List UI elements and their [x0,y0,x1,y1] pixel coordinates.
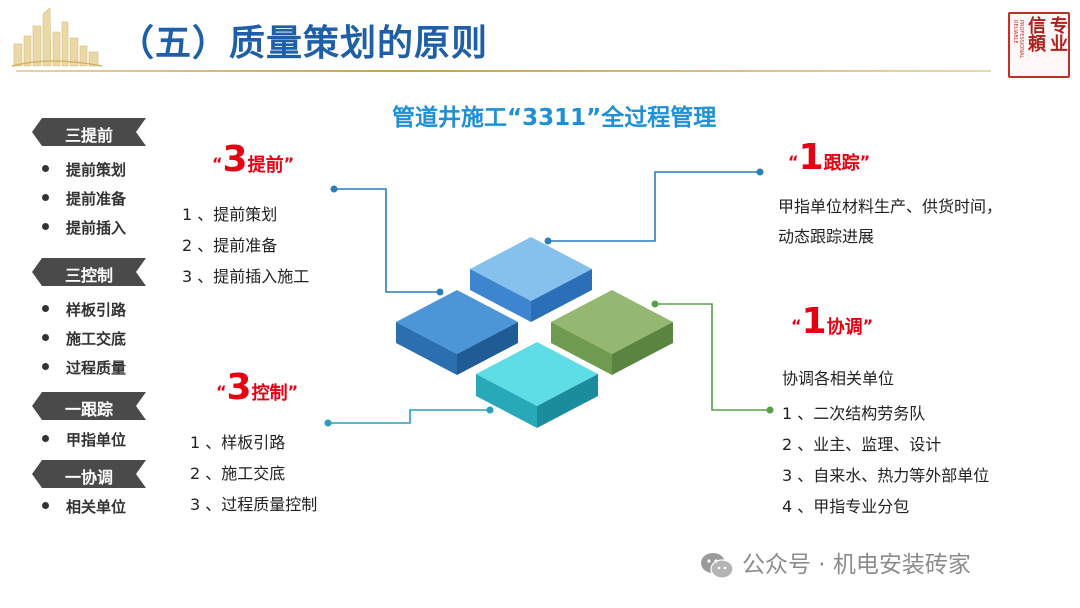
seal-text: 专业 信頼 [1025,16,1068,52]
tile-top [470,237,592,322]
list-item: 3 、提前插入施工 [182,267,310,286]
bullet-icon [42,334,49,341]
connector-control [328,409,490,424]
group-list-control: 1 、样板引路 2 、施工交底 3 、过程质量控制 [190,429,317,522]
sidebar-banner-label: 三控制 [64,266,113,285]
list-item: 2 、施工交底 [190,464,286,483]
bullet-icon [42,194,49,201]
sidebar-list-control: 样板引路 施工交底 过程质量 [42,299,126,386]
sidebar-banner-advance: 三提前 [32,118,146,146]
page-title: （五）质量策划的原则 [118,23,489,64]
watermark: 公众号 · 机电安装砖家 [700,548,971,582]
group-heading-control: “3控制” [216,367,299,408]
text-line: 动态跟踪进展 [778,227,875,246]
connector-coordinate [655,303,770,411]
watermark-text: 公众号 · 机电安装砖家 [742,552,971,578]
list-item: 过程质量 [42,357,126,386]
list-item: 3 、过程质量控制 [190,495,318,514]
list-item: 3 、自来水、热力等外部单位 [782,466,990,485]
group-list-coordinate: 1 、二次结构劳务队 2 、业主、监理、设计 3 、自来水、热力等外部单位 4 … [782,400,989,524]
list-item: 甲指单位 [42,429,126,458]
group-heading-advance: “3提前” [212,139,295,180]
group-heading-track: “1跟踪” [788,137,871,178]
group-text-track: 甲指单位材料生产、供货时间， 动态跟踪进展 [778,192,1002,252]
list-item: 1 、二次结构劳务队 [782,404,926,423]
sidebar-banner-track: 一跟踪 [32,392,146,420]
group-intro-coordinate: 协调各相关单位 [782,369,895,388]
list-item: 样板引路 [42,299,126,328]
sidebar-list-coordinate: 相关单位 [42,496,126,525]
city-skyline-logo [11,8,103,67]
bullet-icon [42,363,49,370]
connector-advance [334,188,440,293]
tile-right [551,290,673,375]
list-item: 提前准备 [42,188,126,217]
header-divider [16,70,991,72]
sidebar-banner-label: 一跟踪 [64,400,113,419]
bullet-icon [42,223,49,230]
diagram-subtitle: 管道井施工“3311”全过程管理 [392,105,717,131]
list-item: 相关单位 [42,496,126,525]
list-item: 2 、业主、监理、设计 [782,435,942,454]
group-heading-coordinate: “1协调” [791,301,874,342]
sidebar-list-track: 甲指单位 [42,429,126,458]
seal-subtext: PROFESSIONAL RELIABLE [1012,20,1024,59]
header: （五）质量策划的原则 PROFESSIONAL RELIABLE 专业 信頼 [0,0,1080,80]
professional-seal-logo: PROFESSIONAL RELIABLE 专业 信頼 [1008,12,1070,78]
text-line: 甲指单位材料生产、供货时间， [778,197,1003,216]
group-list-advance: 1 、提前策划 2 、提前准备 3 、提前插入施工 [182,201,309,294]
list-item: 施工交底 [42,328,126,357]
list-item: 4 、甲指专业分包 [782,497,910,516]
sidebar-banner-label: 三提前 [64,126,113,145]
list-item: 提前插入 [42,217,126,246]
bullet-icon [42,502,49,509]
sidebar-banner-label: 一协调 [64,468,113,487]
wechat-icon [701,552,734,579]
bullet-icon [42,165,49,172]
list-item: 1 、提前策划 [182,205,278,224]
bullet-icon [42,305,49,312]
list-item: 2 、提前准备 [182,236,278,255]
list-item: 提前策划 [42,159,126,188]
sidebar-banner-coordinate: 一协调 [32,460,146,488]
bullet-icon [42,435,49,442]
connector-track [548,171,760,242]
tile-bottom [476,342,598,428]
sidebar-banner-control: 三控制 [32,258,146,286]
sidebar-list-advance: 提前策划 提前准备 提前插入 [42,159,126,246]
list-item: 1 、样板引路 [190,433,286,452]
tile-left [396,290,518,375]
